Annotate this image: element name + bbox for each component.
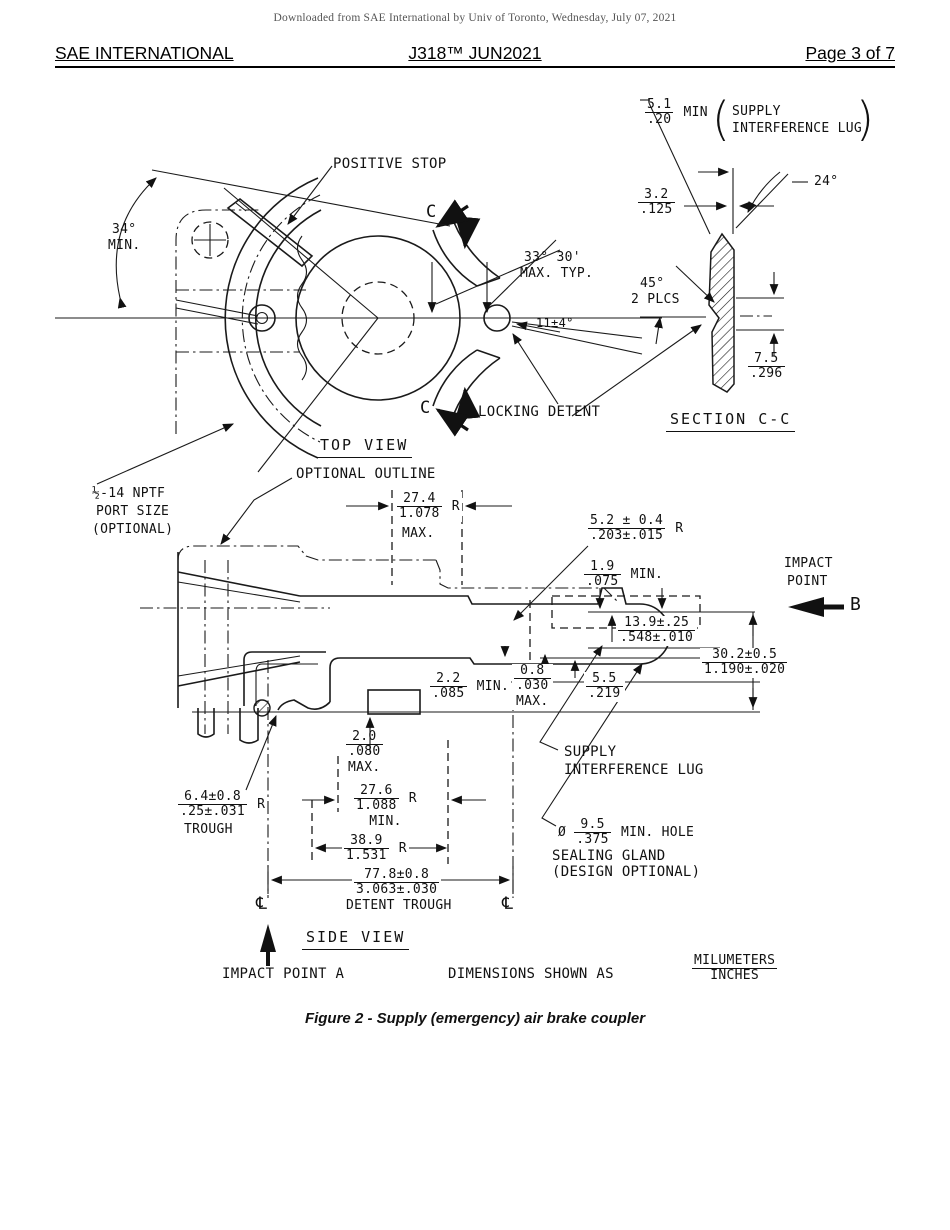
download-notice: Downloaded from SAE International by Uni… bbox=[273, 12, 677, 24]
dim-6-4-note: TROUGH bbox=[184, 822, 233, 837]
side-view-title: SIDE VIEW bbox=[302, 928, 410, 950]
centerline-symbol-right: ℄ bbox=[502, 894, 514, 914]
page-header: SAE INTERNATIONAL J318™ JUN2021 Page 3 o… bbox=[55, 42, 895, 68]
dim-0-8-label: 0.8.030 MAX. bbox=[512, 663, 553, 710]
sealing-gland-label-line1: SEALING GLAND bbox=[552, 848, 666, 864]
header-doc-number: J318™ JUN2021 bbox=[408, 43, 542, 63]
dim-2-2-label: 2.2.085 MIN. bbox=[428, 671, 512, 702]
sealing-gland-label-line2: (DESIGN OPTIONAL) bbox=[552, 864, 701, 880]
impact-point-b-line1: IMPACT bbox=[784, 556, 833, 571]
impact-point-b-letter: B bbox=[850, 594, 862, 615]
centerline-symbol-left: ℄ bbox=[256, 894, 268, 914]
top-view-linework bbox=[55, 165, 702, 485]
dim-2-0-label: 2.0.080 MAX. bbox=[346, 729, 383, 775]
dim-7-5-label: 7.5.296 bbox=[748, 351, 785, 382]
angle-33-30-max-label: MAX. TYP. bbox=[520, 266, 594, 281]
angle-45-label: 45° bbox=[640, 276, 665, 291]
supply-lug-label-line1: SUPPLY bbox=[564, 744, 617, 760]
dim-5-5-label: 5.5.219 bbox=[584, 671, 625, 702]
angle-11-4-label: 11±4° bbox=[536, 316, 574, 330]
port-size-label-line1: ½-14 NPTF bbox=[92, 486, 166, 501]
section-letter-c-bottom: C bbox=[420, 398, 431, 418]
port-size-label-line2: PORT SIZE bbox=[96, 504, 170, 519]
dim-6-4-label: 6.4±0.8.25±.031 R bbox=[178, 789, 266, 820]
figure-caption: Figure 2 - Supply (emergency) air brake … bbox=[304, 1010, 646, 1027]
impact-point-b-line2: POINT bbox=[787, 574, 828, 589]
dim-5-1-label: 5.1.20 MIN bbox=[645, 97, 708, 128]
open-paren: ( bbox=[712, 92, 730, 146]
angle-24-label: 24° bbox=[814, 174, 839, 189]
dim-9-5-label: Ø 9.5.375 MIN. HOLE bbox=[558, 817, 695, 848]
positive-stop-label: POSITIVE STOP bbox=[333, 156, 447, 172]
supply-lug-label-line2: INTERFERENCE LUG bbox=[564, 762, 704, 778]
locking-detent-label: LOCKING DETENT bbox=[478, 404, 601, 420]
dim-13-9-label: 13.9±.25.548±.010 bbox=[616, 615, 698, 646]
angle-33-30-label: 33° 30' bbox=[524, 250, 581, 265]
units-note-prefix: DIMENSIONS SHOWN AS bbox=[448, 966, 614, 982]
dim-1-9-label: 1.9.075 MIN. bbox=[584, 559, 664, 590]
section-cc-linework bbox=[640, 99, 808, 393]
close-paren: ) bbox=[856, 92, 874, 146]
section-letter-c-top: C bbox=[426, 202, 437, 222]
supply-interference-lug-paren-line2: INTERFERENCE LUG bbox=[732, 121, 863, 136]
angle-34-min-label: MIN. bbox=[108, 238, 141, 253]
section-cc-title: SECTION C-C bbox=[666, 410, 796, 432]
side-view-linework bbox=[140, 477, 844, 966]
header-page-number: Page 3 of 7 bbox=[805, 43, 895, 63]
optional-outline-label: OPTIONAL OUTLINE bbox=[296, 466, 436, 482]
header-publisher: SAE INTERNATIONAL bbox=[55, 43, 234, 63]
impact-point-a-label: IMPACT POINT A bbox=[222, 966, 345, 982]
port-size-label-line3: (OPTIONAL) bbox=[92, 522, 174, 537]
dim-27-4-note: MAX. bbox=[402, 526, 435, 541]
supply-interference-lug-paren-line1: SUPPLY bbox=[732, 104, 781, 119]
angle-45-plcs-label: 2 PLCS bbox=[631, 292, 680, 307]
angle-34-label: 34° bbox=[112, 222, 137, 237]
top-view-title: TOP VIEW bbox=[316, 436, 413, 458]
detent-trough-label: DETENT TROUGH bbox=[346, 898, 452, 913]
dim-5-2-label: 5.2 ± 0.4.203±.015 R bbox=[588, 513, 684, 544]
dim-3-2-label: 3.2.125 bbox=[638, 187, 675, 218]
